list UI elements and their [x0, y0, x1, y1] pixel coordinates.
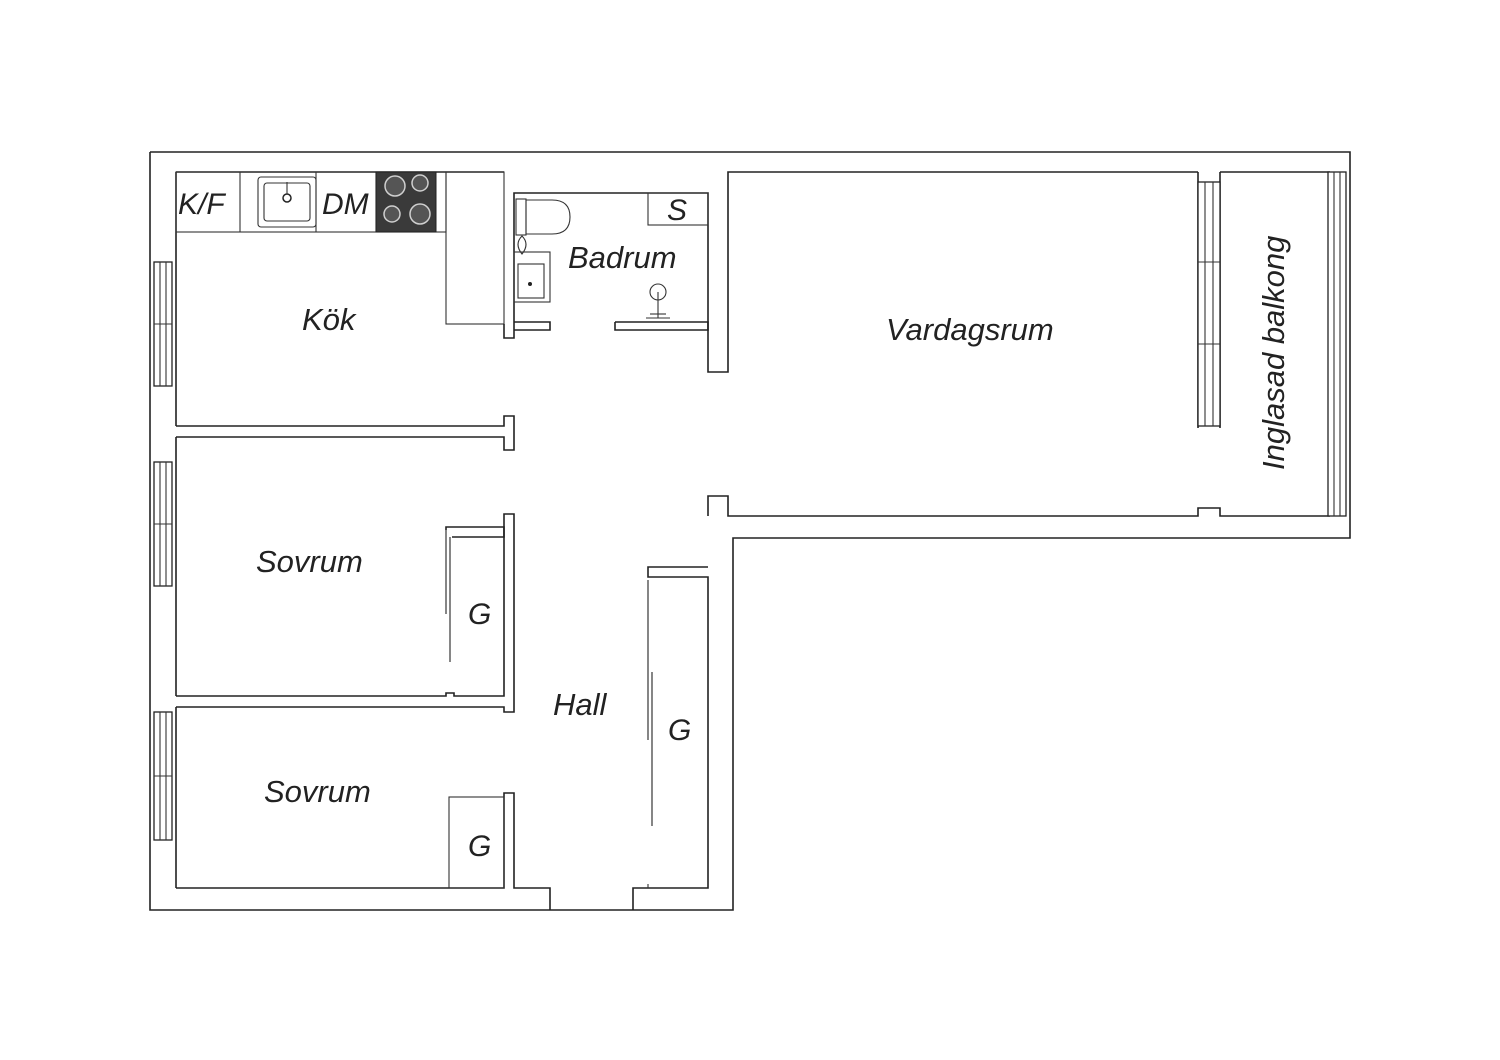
tall-cabinet [445, 171, 505, 325]
bedroom-1: Sovrum G [153, 461, 515, 713]
bath-storage [647, 192, 709, 226]
kitchen: K/F DM Kök [153, 171, 515, 451]
balcony-door-window [1197, 181, 1221, 427]
balcony-label: Inglasad balkong [1256, 236, 1291, 470]
bedroom-1-wardrobe-label: G [468, 598, 491, 631]
stove-icon [375, 171, 437, 233]
kitchen-window [153, 261, 173, 387]
bathroom-label: Badrum [568, 240, 677, 275]
kitchen-label: Kök [302, 302, 357, 337]
bathroom: S Badrum [503, 171, 1198, 373]
balcony-glazing [1327, 171, 1347, 517]
washbasin-icon [513, 235, 551, 303]
dishwasher-label: DM [322, 188, 369, 221]
shower-icon [646, 283, 670, 319]
bedroom-2-wardrobe-label: G [468, 830, 491, 863]
sink-icon [257, 176, 317, 228]
bedroom-2-window [153, 711, 173, 841]
bedroom-1-window [153, 461, 173, 587]
bedroom-2: Sovrum G [153, 711, 505, 889]
bedroom-2-wardrobe [448, 796, 505, 889]
hall-wardrobe-label: G [668, 714, 691, 747]
toilet-icon [515, 198, 571, 236]
bedroom-2-label: Sovrum [264, 774, 371, 809]
inner-wall-lines [175, 171, 709, 910]
bath-storage-label: S [667, 194, 687, 227]
bedroom-1-label: Sovrum [256, 544, 363, 579]
fridge-freezer-label: K/F [178, 188, 226, 221]
living-room-label: Vardagsrum [886, 312, 1054, 347]
outer-wall [149, 151, 1351, 911]
hall-label: Hall [553, 687, 608, 722]
living-room: Vardagsrum [707, 172, 1330, 517]
hall: Hall G [553, 580, 691, 888]
balcony: Inglasad balkong [1220, 171, 1347, 517]
